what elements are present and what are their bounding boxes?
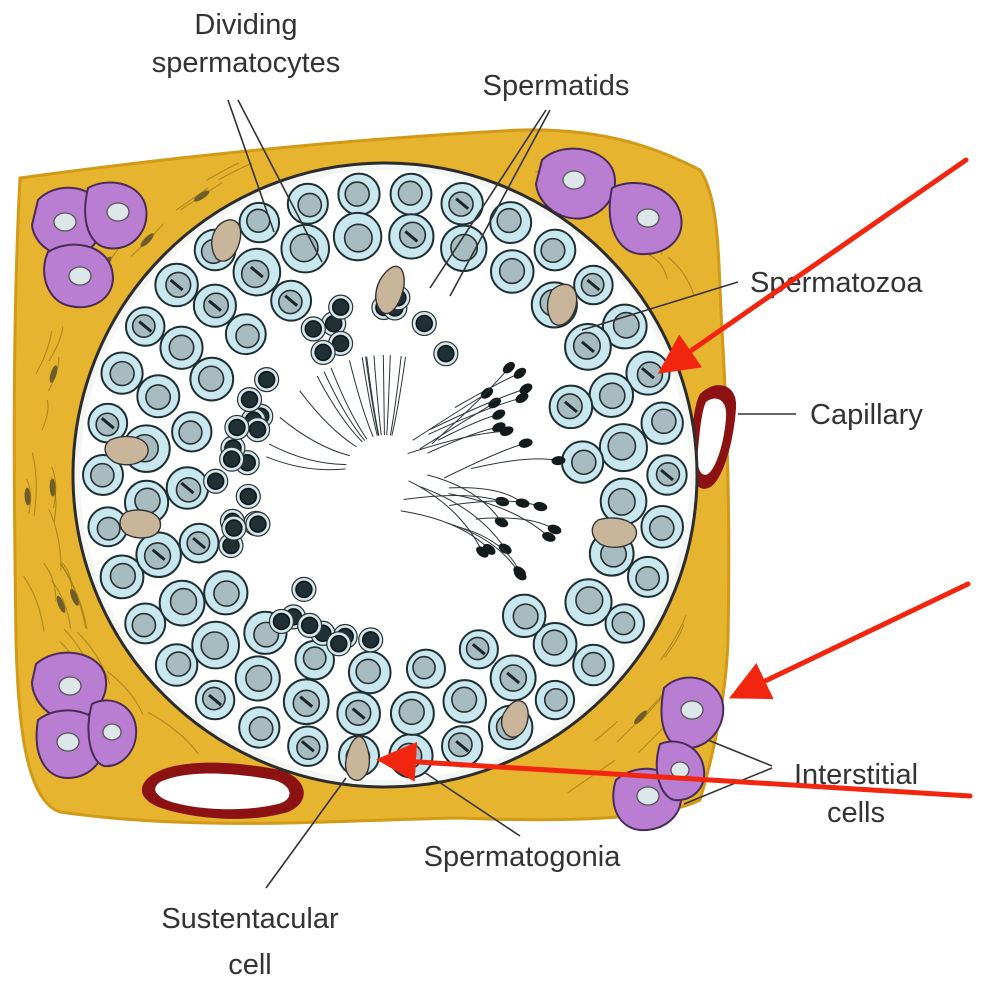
spermatid-nucleus	[224, 451, 240, 467]
germ-cell-nucleus	[345, 224, 373, 252]
spermatid-nucleus	[229, 419, 245, 435]
spermatid-nucleus	[296, 581, 312, 597]
germ-cell-nucleus	[236, 324, 259, 347]
spermatid-nucleus	[240, 488, 256, 504]
germ-cell-nucleus	[542, 630, 567, 655]
germ-cell-nucleus	[572, 450, 596, 474]
red-arrow-interstitial-cell	[738, 584, 968, 694]
germ-cell-nucleus	[650, 516, 674, 540]
spermatid-nucleus	[259, 372, 275, 388]
germ-cell-nucleus	[452, 687, 477, 712]
germ-cell-nucleus	[608, 432, 635, 459]
spermatid-nucleus	[302, 617, 318, 633]
germ-cell-nucleus	[636, 567, 659, 590]
germ-cell-nucleus	[497, 209, 521, 233]
germ-cell-nucleus	[576, 587, 603, 614]
germ-cell-nucleus	[91, 464, 114, 487]
spermatid-nucleus	[305, 321, 321, 337]
germ-cell-nucleus	[110, 564, 135, 589]
germ-cell-nucleus	[199, 366, 224, 391]
spermatid-nucleus	[250, 422, 266, 438]
spermatid-nucleus	[242, 392, 258, 408]
germ-cell-nucleus	[132, 614, 155, 637]
spermatid-nucleus	[363, 632, 379, 648]
germ-cell-nucleus	[399, 699, 424, 724]
label-spermatogonia: Spermatogonia	[424, 841, 622, 873]
spermatid-nucleus	[333, 299, 349, 315]
spermatid-nucleus	[416, 315, 432, 331]
label-interstitial-cells-line2: cells	[827, 797, 885, 829]
spermatid-nucleus	[208, 473, 224, 489]
germ-cell-nucleus	[169, 335, 193, 359]
germ-cell-nucleus	[110, 362, 134, 386]
germ-cell-nucleus	[171, 589, 197, 615]
germ-cell-nucleus	[398, 181, 422, 205]
germ-cell-nucleus	[513, 604, 538, 629]
germ-cell-nucleus	[246, 666, 272, 692]
germ-cell-nucleus	[451, 234, 477, 260]
label-dividing-spermatocytes-line1: Dividing	[194, 9, 297, 41]
spermatid-nucleus	[273, 613, 289, 629]
germ-cell-nucleus	[500, 259, 525, 284]
germ-cell-nucleus	[545, 689, 567, 711]
germ-cell-nucleus	[582, 653, 605, 676]
germ-cell-nucleus	[146, 385, 170, 409]
label-capillary: Capillary	[810, 399, 923, 431]
label-sustentacular-cell-line2: cell	[228, 949, 272, 981]
label-spermatids: Spermatids	[483, 70, 630, 102]
germ-cell-nucleus	[201, 632, 228, 659]
germ-cell-nucleus	[242, 260, 269, 287]
germ-cell-nucleus	[179, 421, 202, 444]
germ-cell-nucleus	[298, 193, 321, 216]
germ-cell-nucleus	[166, 652, 190, 676]
germ-cell-nucleus	[214, 581, 239, 606]
germ-cell-nucleus	[247, 209, 270, 232]
label-sustentacular-cell-line1: Sustentacular	[161, 903, 339, 935]
spermatid-nucleus	[250, 516, 266, 532]
label-dividing-spermatocytes-line2: spermatocytes	[152, 47, 341, 79]
germ-cell-nucleus	[609, 489, 636, 516]
germ-cell-nucleus	[400, 222, 426, 248]
germ-cell-nucleus	[145, 543, 171, 569]
germ-cell-nucleus	[612, 612, 634, 634]
germ-cell-nucleus	[652, 409, 676, 433]
germ-cell-nucleus	[356, 659, 380, 683]
germ-cell-nucleus	[304, 647, 326, 669]
germ-cell-nucleus	[413, 657, 435, 679]
leader-interstitial-1	[708, 740, 772, 766]
spermatid-nucleus	[438, 346, 454, 362]
germ-cell-nucleus	[541, 239, 565, 263]
spermatid-nucleus	[331, 636, 347, 652]
spermatid-nucleus	[315, 344, 331, 360]
germ-cell-nucleus	[97, 517, 119, 539]
germ-cell-nucleus	[600, 383, 625, 408]
germ-cell-nucleus	[345, 182, 369, 206]
spermatid-nucleus	[226, 520, 242, 536]
germ-cell-nucleus	[249, 717, 272, 740]
germ-cell-nucleus	[397, 743, 422, 768]
